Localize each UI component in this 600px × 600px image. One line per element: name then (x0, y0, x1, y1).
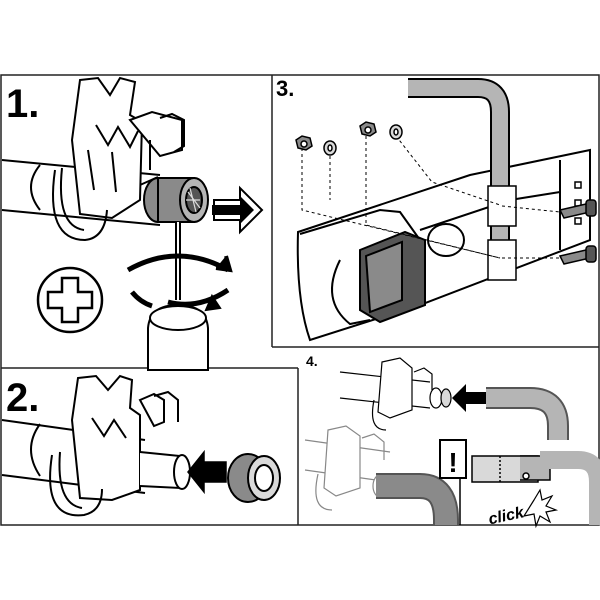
panel-frame-outer (0, 74, 600, 526)
step-2-panel: 2. (1, 374, 281, 517)
panel-frames (0, 74, 600, 526)
washer-icon-1 (323, 140, 337, 156)
step-1-label: 1. (6, 82, 39, 126)
washer-icon-2 (389, 124, 403, 140)
step-4-label: 4. (306, 353, 318, 369)
step-2-cap (227, 453, 281, 503)
step-4-upper-tube (486, 387, 569, 440)
nut-icon-1 (295, 135, 313, 151)
step-2-bar-end (139, 451, 191, 490)
step-1-knob (143, 177, 209, 223)
step-3-guide-lines (301, 130, 561, 259)
step-4-detail-tube (471, 451, 600, 525)
step-4-panel: 4. (304, 353, 600, 529)
warning-icon: ! (439, 439, 467, 525)
step-3-label: 3. (276, 76, 294, 101)
bolt-icon-2 (558, 245, 597, 265)
step-4-push-arrow-icon (452, 384, 486, 412)
step-2-clamp-bracket (49, 374, 179, 517)
step-1-panel: 1. (1, 76, 264, 371)
step-4-lower-tube (376, 473, 459, 525)
bolt-icon-1 (558, 199, 597, 219)
step-2-push-arrow-icon (187, 449, 227, 495)
step-3-lamp (331, 223, 465, 326)
click-burst-icon (522, 488, 559, 529)
phillips-screwdriver-icon (147, 222, 209, 371)
step-2-label: 2. (6, 376, 39, 420)
step-4-upper-assembly (339, 357, 452, 431)
push-arrow-icon (212, 185, 264, 235)
phillips-head-symbol (36, 266, 104, 334)
step-3-tube (408, 78, 510, 270)
nut-icon-2 (359, 121, 377, 137)
rotate-arrow-icon (126, 253, 233, 312)
step-3-panel: 3. (276, 76, 597, 342)
warning-symbol: ! (448, 447, 457, 478)
step-1-clamp-bracket (52, 76, 185, 242)
